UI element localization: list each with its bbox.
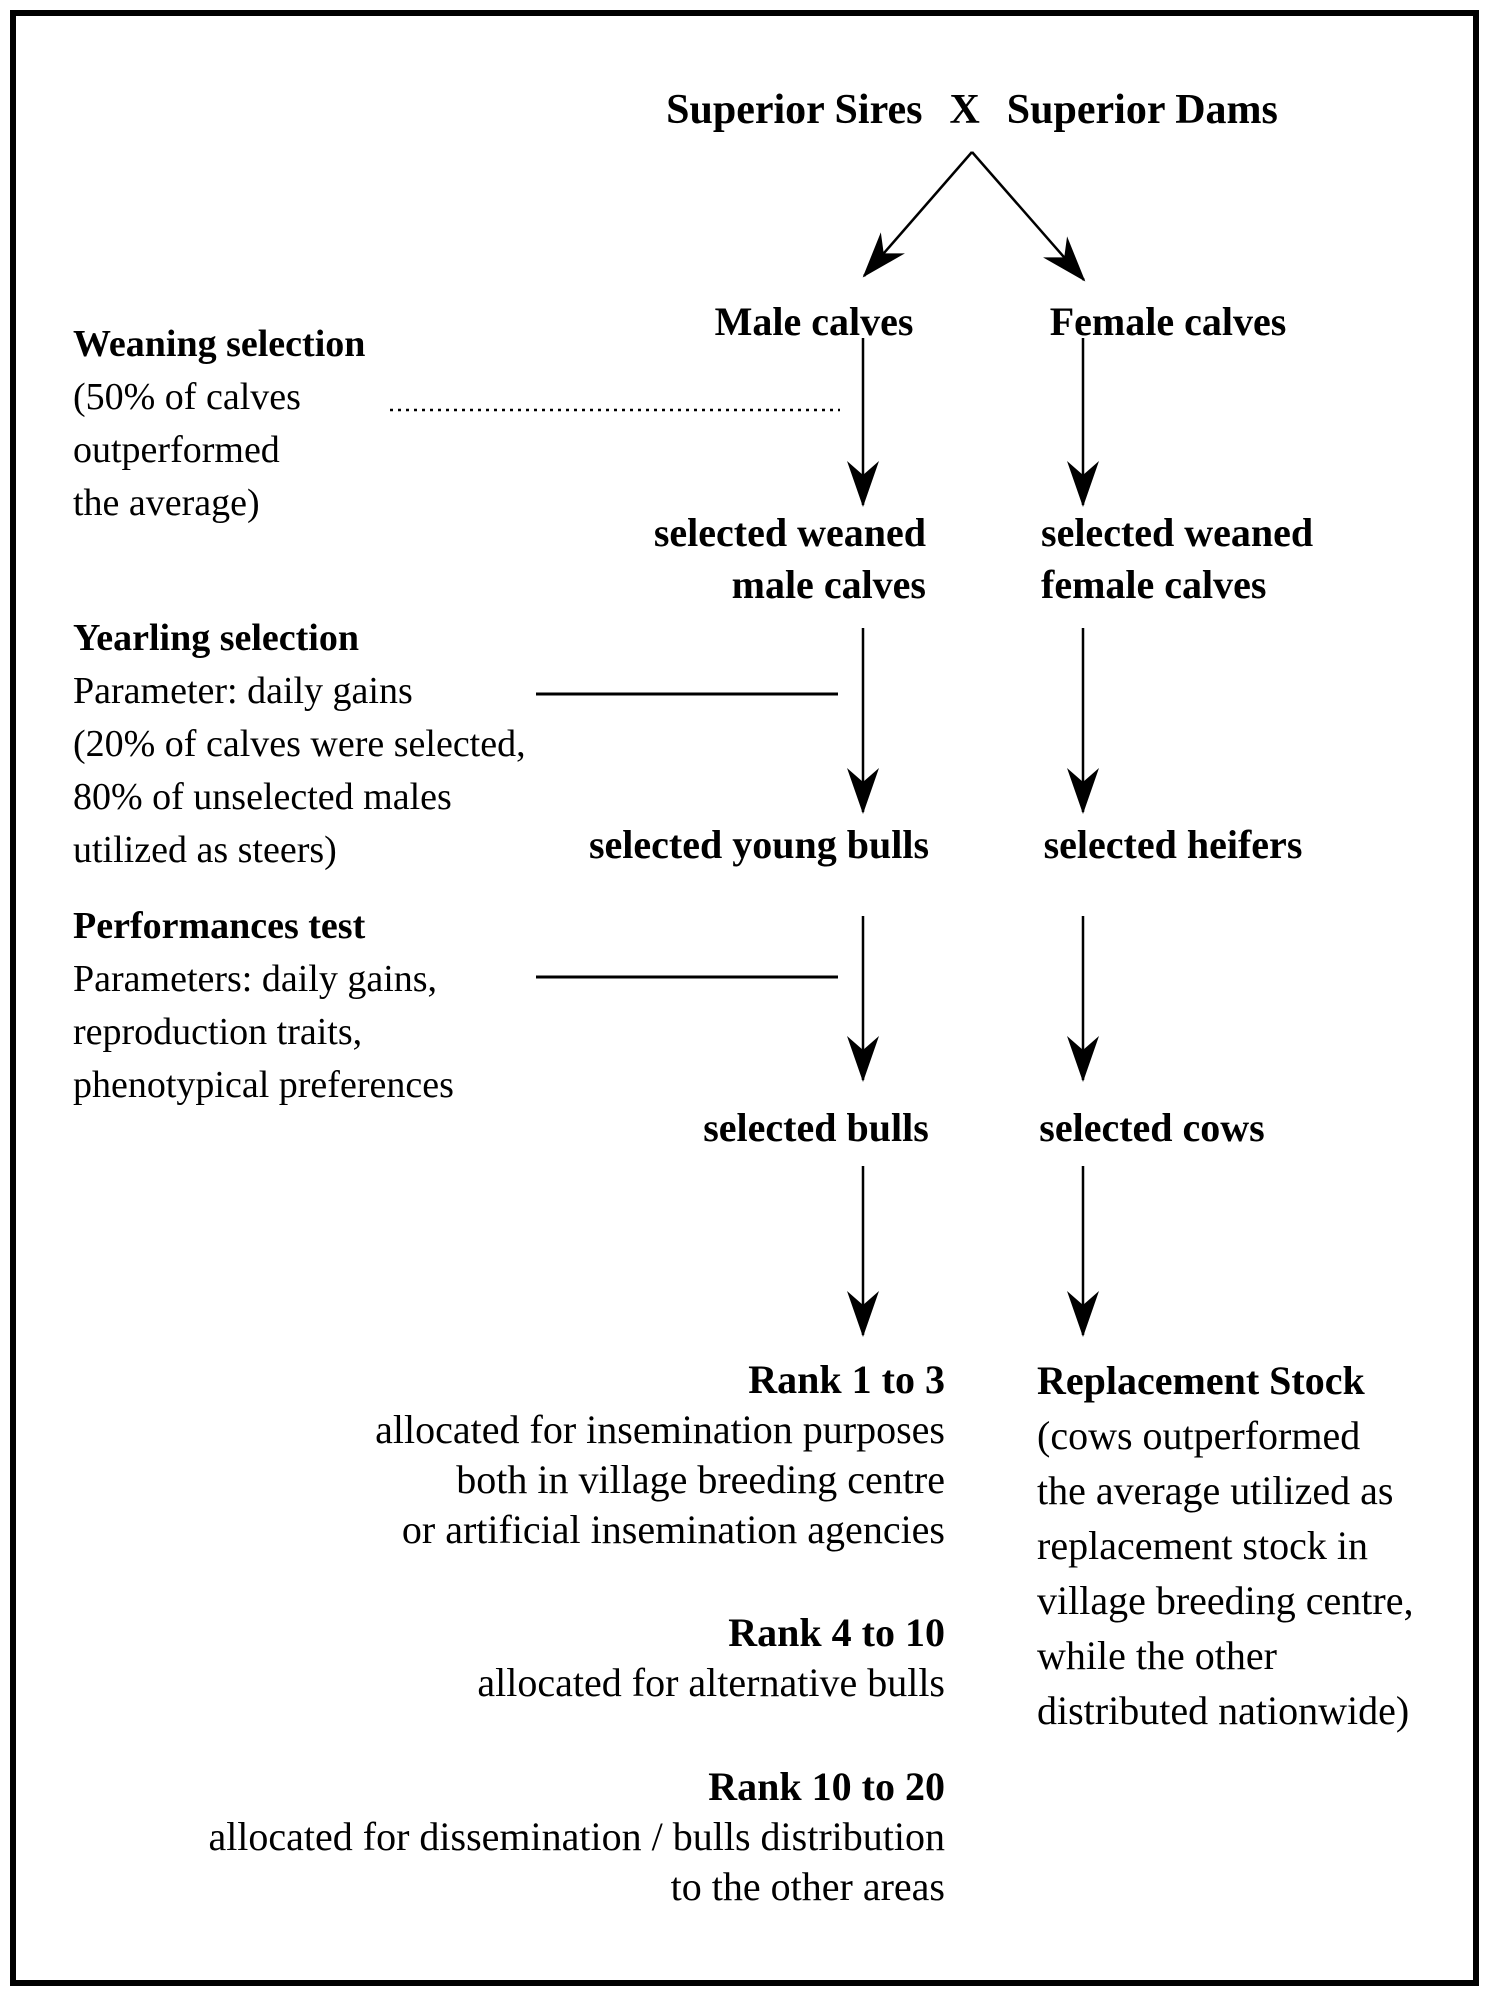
stage-line: outperformed — [73, 429, 280, 471]
outcome-line: while the other — [1037, 1633, 1277, 1678]
stage-line: (50% of calves — [73, 376, 301, 418]
node-line: female calves — [1041, 562, 1267, 607]
arrow-cross-to-female-calves — [971, 151, 1086, 282]
outcome-line: to the other areas — [670, 1864, 945, 1909]
stage-title: Weaning selection — [73, 323, 366, 365]
node-selected-cows: selected cows — [1039, 1105, 1265, 1150]
outcome-replacement-stock: Replacement Stock (cows outperformed the… — [1037, 1353, 1413, 1738]
stage-title: Performances test — [73, 905, 366, 947]
outcome-line: (cows outperformed — [1037, 1413, 1361, 1458]
diagram-border — [10, 10, 1479, 1986]
stage-line: (20% of calves were selected, — [73, 723, 526, 765]
outcome-line: village breeding centre, — [1037, 1578, 1414, 1623]
title-cross-symbol: X — [949, 87, 980, 133]
stage-line: 80% of unselected males — [73, 776, 452, 818]
title-superior-dams: Superior Dams — [1006, 87, 1278, 133]
node-selected-weaned-female-calves: selected weaned female calves — [1041, 507, 1313, 611]
node-line: selected weaned — [653, 510, 926, 555]
node-selected-young-bulls: selected young bulls — [588, 822, 930, 867]
node-selected-heifers: selected heifers — [1043, 822, 1303, 867]
outcome-title: Replacement Stock — [1037, 1358, 1365, 1403]
stage-line: phenotypical preferences — [73, 1064, 454, 1106]
arrow-cross-to-male-calves — [862, 151, 973, 278]
outcome-title: Rank 1 to 3 — [748, 1357, 945, 1402]
outcome-line: the average utilized as — [1037, 1468, 1394, 1513]
outcome-rank-10-to-20: Rank 10 to 20 allocated for disseminatio… — [208, 1762, 945, 1912]
outcome-line: both in village breeding centre — [456, 1457, 945, 1502]
stage-line: reproduction traits, — [73, 1011, 363, 1053]
outcome-line: allocated for insemination purposes — [375, 1407, 945, 1452]
stage-performances-test: Performances test Parameters: daily gain… — [73, 900, 454, 1112]
node-line: male calves — [731, 562, 926, 607]
node-male-calves: Male calves — [714, 299, 914, 344]
diagram-title: Superior Sires X Superior Dams — [666, 84, 1278, 136]
outcome-line: allocated for alternative bulls — [477, 1660, 945, 1705]
node-female-calves: Female calves — [1049, 299, 1287, 344]
stage-line: Parameter: daily gains — [73, 670, 413, 712]
stage-title: Yearling selection — [73, 617, 360, 659]
node-line: selected weaned — [1041, 510, 1314, 555]
outcome-title: Rank 4 to 10 — [728, 1610, 945, 1655]
outcome-rank-1-to-3: Rank 1 to 3 allocated for insemination p… — [375, 1355, 945, 1555]
node-selected-bulls: selected bulls — [703, 1105, 929, 1150]
stage-weaning-selection: Weaning selection (50% of calves outperf… — [73, 318, 365, 530]
stage-yearling-selection: Yearling selection Parameter: daily gain… — [73, 612, 526, 877]
node-selected-weaned-male-calves: selected weaned male calves — [654, 507, 926, 611]
outcome-line: allocated for dissemination / bulls dist… — [208, 1814, 945, 1859]
outcome-line: distributed nationwide) — [1037, 1688, 1410, 1733]
outcome-line: or artificial insemination agencies — [401, 1507, 945, 1552]
outcome-rank-4-to-10: Rank 4 to 10 allocated for alternative b… — [477, 1608, 945, 1708]
stage-line: Parameters: daily gains, — [73, 958, 438, 1000]
title-superior-sires: Superior Sires — [666, 87, 923, 133]
outcome-line: replacement stock in — [1037, 1523, 1368, 1568]
outcome-title: Rank 10 to 20 — [708, 1764, 945, 1809]
stage-line: the average) — [73, 482, 260, 524]
stage-line: utilized as steers) — [73, 829, 337, 871]
